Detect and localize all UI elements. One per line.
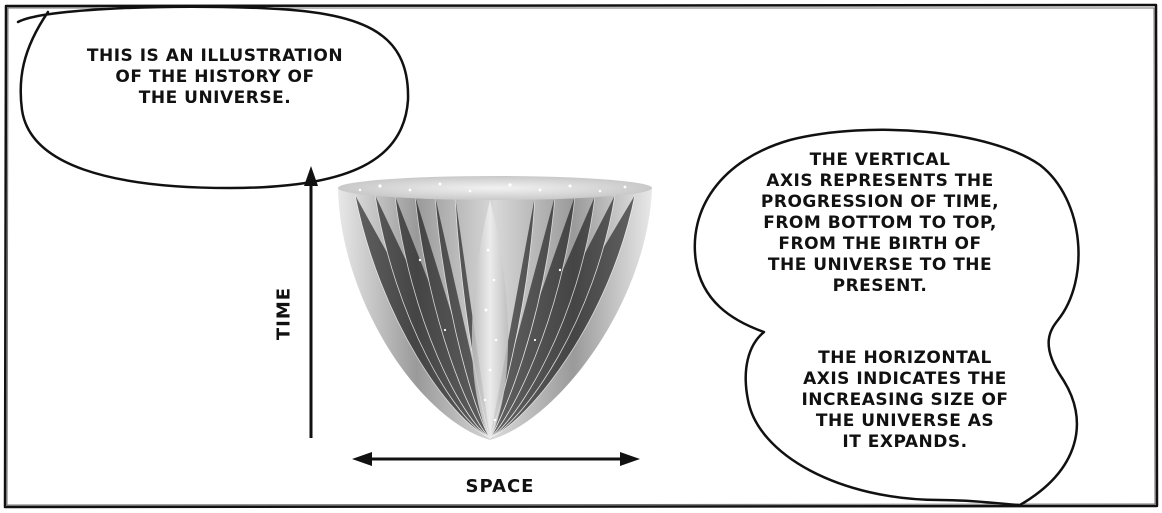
time-axis-arrow bbox=[304, 166, 318, 438]
universe-cone bbox=[338, 176, 652, 440]
vertical-axis-caption: THE VERTICAL AXIS REPRESENTS THE PROGRES… bbox=[730, 150, 1030, 297]
time-axis-label: TIME bbox=[274, 284, 295, 344]
space-axis-label: SPACE bbox=[450, 476, 550, 497]
space-axis-arrow bbox=[352, 452, 640, 466]
horizontal-axis-caption: THE HORIZONTAL AXIS INDICATES THE INCREA… bbox=[770, 348, 1040, 453]
intro-caption: THIS IS AN ILLUSTRATION OF THE HISTORY O… bbox=[60, 46, 370, 109]
